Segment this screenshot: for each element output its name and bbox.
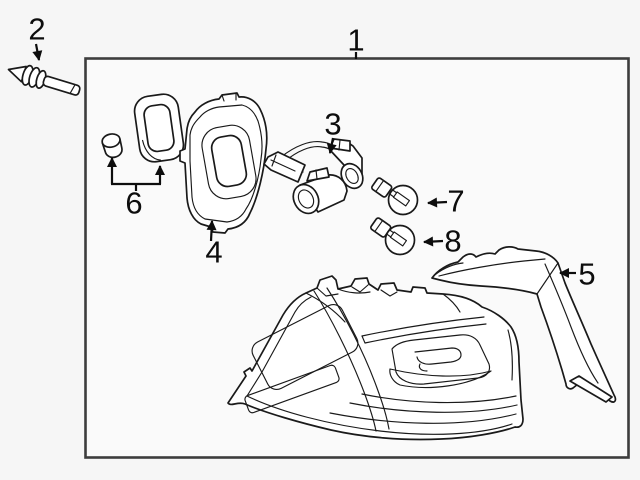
bulb-lower-drawing bbox=[370, 217, 416, 256]
clip-drawing bbox=[101, 133, 123, 159]
bracket-6 bbox=[111, 182, 161, 191]
screw-drawing bbox=[7, 64, 81, 96]
arrow-8 bbox=[423, 236, 444, 247]
housing-bracket-drawing bbox=[179, 92, 268, 234]
callout-label-1: 1 bbox=[347, 22, 365, 58]
callout-label-5: 5 bbox=[578, 256, 596, 292]
callout-label-4: 4 bbox=[205, 234, 223, 270]
side-trim-drawing bbox=[431, 246, 617, 403]
arrow-3 bbox=[326, 137, 337, 154]
seal-gasket-drawing bbox=[133, 93, 185, 163]
arrow-2 bbox=[32, 43, 43, 61]
callout-arrows bbox=[32, 43, 576, 278]
callout-label-3: 3 bbox=[324, 106, 342, 142]
callout-label-8: 8 bbox=[444, 223, 462, 259]
bulb-upper-drawing bbox=[371, 177, 419, 216]
arrow-7 bbox=[427, 197, 448, 208]
arrow-4 bbox=[206, 220, 217, 242]
callout-label-2: 2 bbox=[28, 11, 46, 47]
callout-label-6: 6 bbox=[125, 185, 143, 221]
callout-label-7: 7 bbox=[447, 183, 465, 219]
tail-lamp-assembly-drawing bbox=[227, 275, 524, 441]
